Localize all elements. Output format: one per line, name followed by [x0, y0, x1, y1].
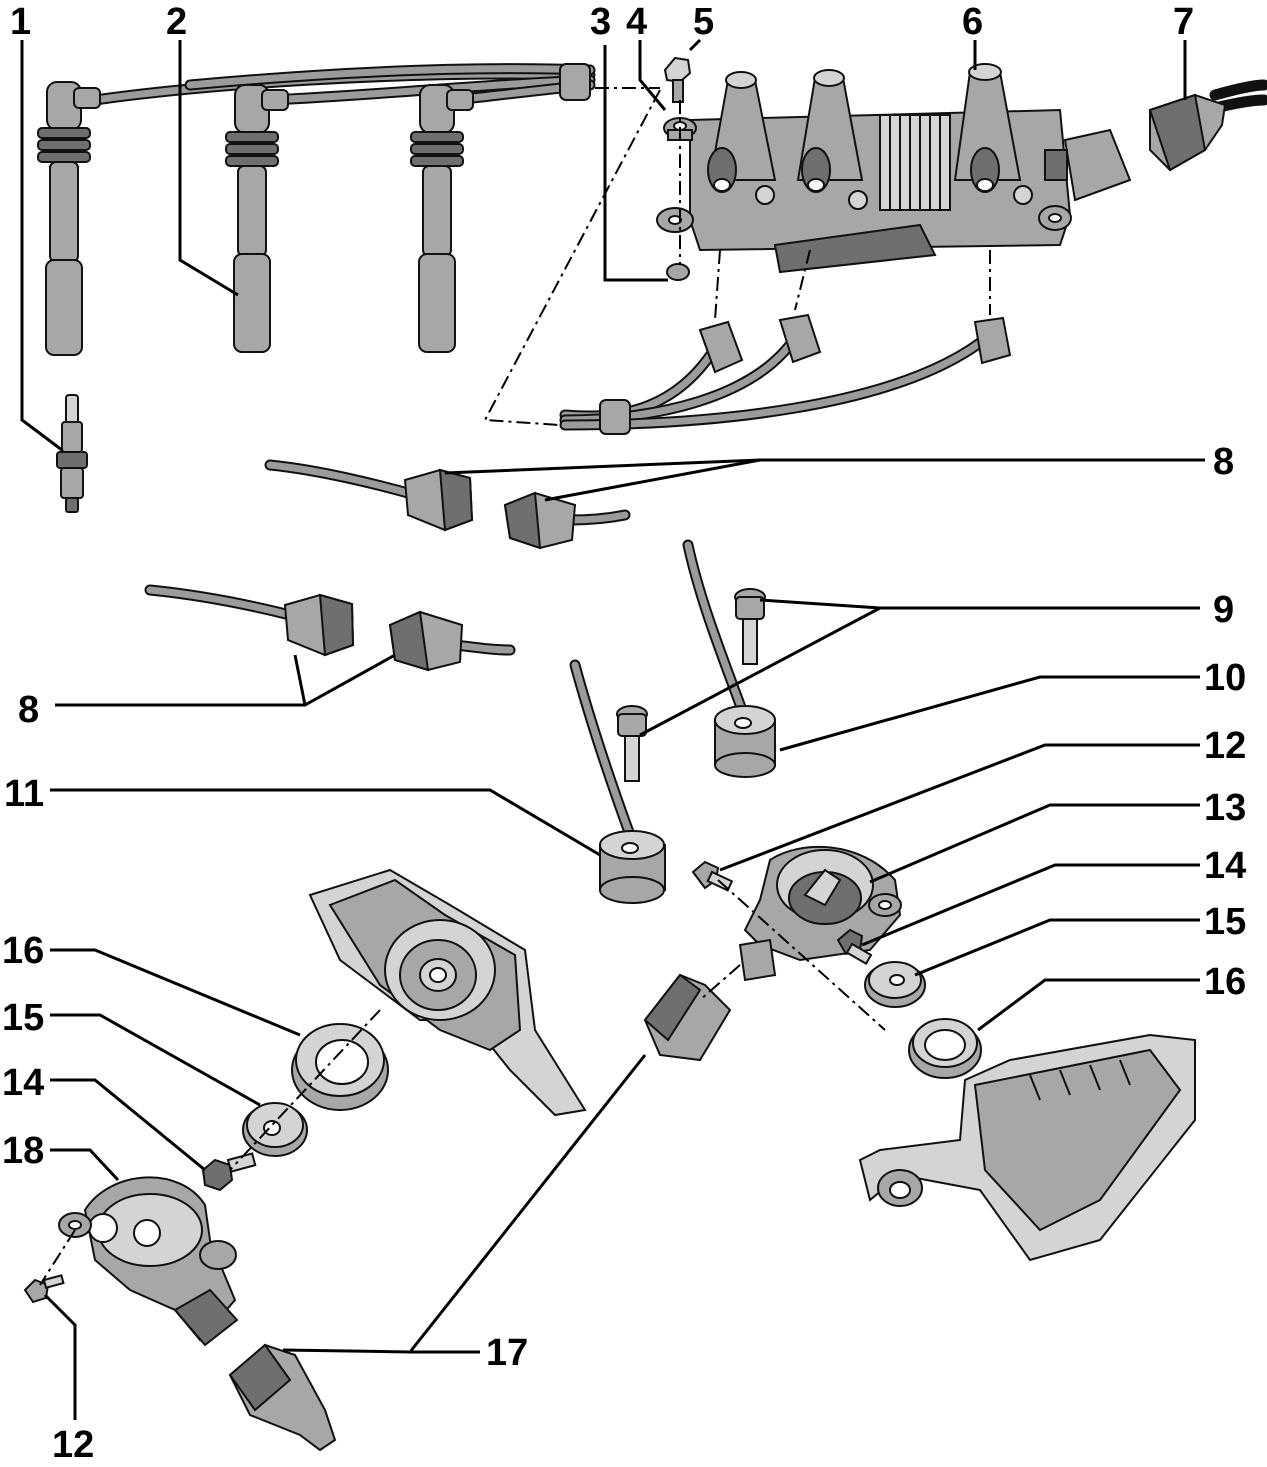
- bolt-14-lower: [201, 1152, 257, 1192]
- callout-14-lower: 14: [2, 1062, 44, 1104]
- callout-7: 7: [1173, 1, 1194, 43]
- sensor-connector-pair-upper: [264, 459, 631, 550]
- callout-2: 2: [166, 1, 187, 43]
- callout-8-upper: 8: [1213, 441, 1234, 483]
- callout-4: 4: [626, 1, 647, 43]
- coil-wire-harness: [559, 313, 1012, 435]
- sensor-plug-17-lower: [228, 1343, 337, 1452]
- sender-wheel-16-lower: [291, 1023, 389, 1111]
- bolt-12-lower: [23, 1274, 65, 1304]
- spark-plug-wire-set: [37, 63, 596, 356]
- sender-wheel-16-upper: [908, 1018, 982, 1079]
- callout-14-upper: 14: [1204, 845, 1246, 887]
- callout-6: 6: [962, 1, 983, 43]
- ignition-coil: [656, 63, 1132, 274]
- coil-fins: [879, 114, 951, 211]
- camshaft-position-sensor-upper: [738, 845, 902, 982]
- bolt-12-upper: [691, 860, 734, 892]
- assembly-axis-lines: [39, 87, 991, 1286]
- knock-sensor-2: [569, 659, 666, 904]
- washer-15-lower: [242, 1102, 308, 1157]
- coil-connector: [1148, 79, 1267, 172]
- sensor-plug-17-upper: [643, 973, 732, 1062]
- cylinder-head-left: [308, 868, 587, 1117]
- callout-3: 3: [590, 1, 611, 43]
- callout-18: 18: [2, 1130, 44, 1172]
- callout-11: 11: [4, 773, 44, 815]
- callout-16-right: 16: [1204, 961, 1246, 1003]
- knock-sensor-bolt-upper: [734, 588, 766, 665]
- camshaft-position-sensor-lower: [58, 1176, 239, 1347]
- callout-5: 5: [693, 1, 714, 43]
- sensor-connector-pair-lower: [144, 584, 516, 672]
- callout-12-lower: 12: [52, 1424, 94, 1466]
- callout-15-upper: 15: [1204, 901, 1246, 943]
- callout-9: 9: [1213, 589, 1234, 631]
- wire-boot-1: [37, 81, 101, 356]
- knock-sensor-1: [682, 539, 776, 778]
- callout-1: 1: [10, 1, 31, 43]
- spark-plug: [56, 394, 88, 513]
- washer-15-upper: [864, 961, 926, 1008]
- leader-lines: [20, 38, 1205, 1420]
- callout-10: 10: [1204, 657, 1246, 699]
- callout-17: 17: [486, 1332, 528, 1374]
- callout-13: 13: [1204, 787, 1246, 829]
- callout-12-upper: 12: [1204, 725, 1246, 767]
- callout-8-lower: 8: [18, 689, 39, 731]
- wire-boot-3: [410, 84, 474, 353]
- callout-15-lower: 15: [2, 997, 44, 1039]
- bolt-14-upper: [836, 928, 873, 966]
- wire-boot-2: [225, 84, 289, 353]
- knock-sensor-bolt-lower: [616, 705, 648, 782]
- cylinder-head-right: [858, 1033, 1196, 1262]
- callout-16-lower-left: 16: [2, 930, 44, 972]
